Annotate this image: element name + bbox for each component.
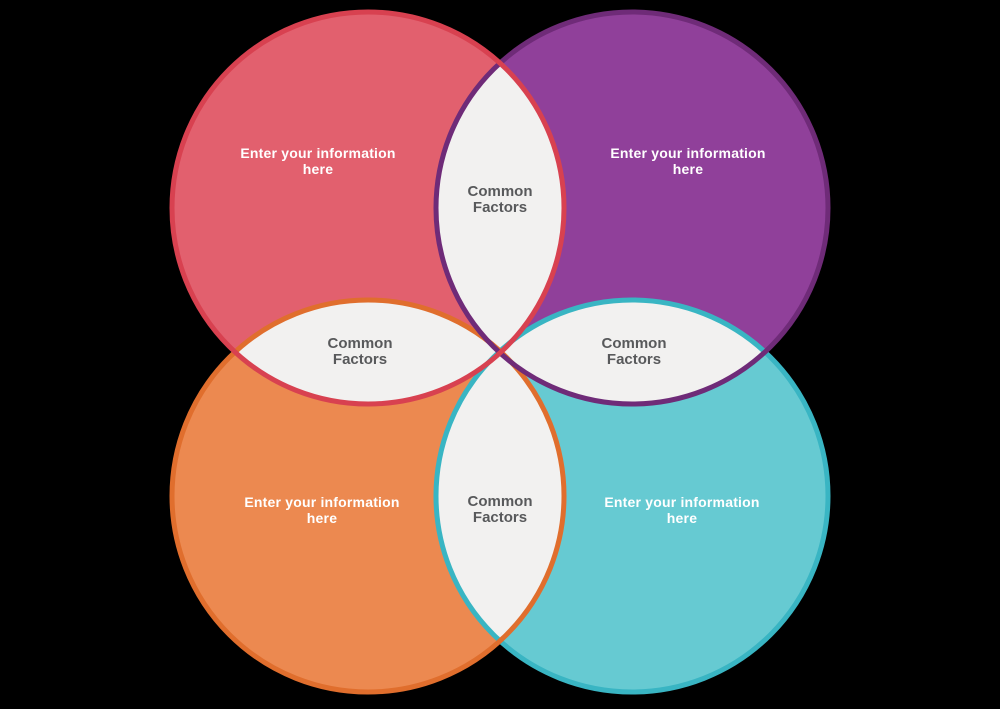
intersection-label-line: Factors <box>472 509 528 526</box>
intersection-label-bottom: Common Factors <box>468 494 533 526</box>
circle-label-bottom-right[interactable]: Enter your information here <box>604 494 759 526</box>
intersection-label-line: Common <box>467 493 533 510</box>
circle-label-line: Enter your information <box>610 145 766 161</box>
intersection-label-line: Common <box>601 335 667 352</box>
intersection-label-line: Factors <box>332 351 388 368</box>
circle-label-line: here <box>302 161 334 177</box>
circle-label-line: Enter your information <box>244 494 400 510</box>
circle-label-bottom-left[interactable]: Enter your information here <box>244 494 399 526</box>
circle-outlines <box>169 9 831 695</box>
intersection-label-right: Common Factors <box>602 336 667 368</box>
intersection-label-line: Factors <box>606 351 662 368</box>
circle-label-line: Enter your information <box>240 145 396 161</box>
outline-bottom-right <box>433 297 831 695</box>
intersection-bottom-lens <box>436 300 564 692</box>
circle-label-line: here <box>306 510 338 526</box>
intersection-label-line: Factors <box>472 199 528 216</box>
intersection-label-line: Common <box>327 335 393 352</box>
circle-label-top-right[interactable]: Enter your information here <box>610 145 765 177</box>
circle-label-line: Enter your information <box>604 494 760 510</box>
outline-top-left <box>169 9 567 407</box>
circle-label-line: here <box>672 161 704 177</box>
intersection-top-lens <box>436 12 564 404</box>
circle-label-top-left[interactable]: Enter your information here <box>240 145 395 177</box>
intersection-label-line: Common <box>467 183 533 200</box>
outline-bottom-left <box>169 297 567 695</box>
outline-top-right <box>433 9 831 407</box>
circle-label-line: here <box>666 510 698 526</box>
intersection-label-left: Common Factors <box>328 336 393 368</box>
intersection-label-top: Common Factors <box>468 184 533 216</box>
